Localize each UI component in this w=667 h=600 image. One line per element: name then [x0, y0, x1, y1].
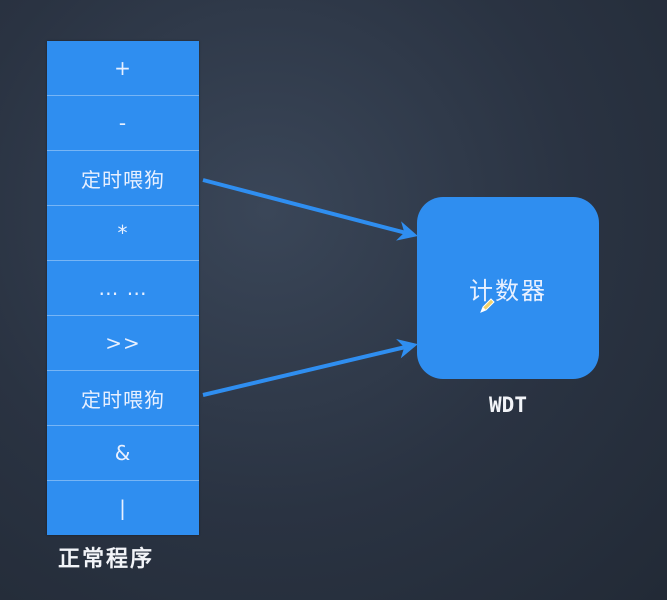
stack-cell-shift: >>	[47, 316, 199, 371]
stack-cell-feed-dog-1: 定时喂狗	[47, 151, 199, 206]
stack-cell-multiply: *	[47, 206, 199, 261]
stack-cell-minus: -	[47, 96, 199, 151]
stack-cell-feed-dog-2: 定时喂狗	[47, 371, 199, 426]
wdt-counter-block: 计数器	[417, 197, 599, 379]
feed-arrow-1	[202, 178, 418, 241]
feed-arrow-2	[202, 338, 418, 397]
program-stack: + - 定时喂狗 * … … >> 定时喂狗 & |	[47, 41, 199, 535]
stack-cell-ellipsis: … …	[47, 261, 199, 316]
program-stack-caption: 正常程序	[58, 547, 155, 572]
stack-cell-plus: +	[47, 41, 199, 96]
pen-cursor-icon	[478, 297, 496, 315]
stack-cell-or: |	[119, 496, 127, 520]
wdt-caption: WDT	[489, 393, 527, 417]
wdt-counter-label: 计数器	[469, 276, 547, 305]
stack-cell-and: &	[47, 426, 199, 481]
